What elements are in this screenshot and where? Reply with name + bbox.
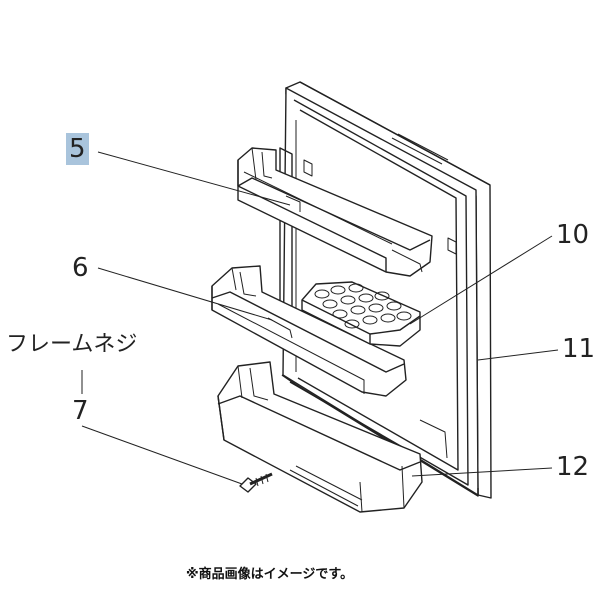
callout-part-10: 10 bbox=[556, 220, 590, 250]
callout-part-11: 11 bbox=[562, 334, 596, 364]
door-pocket-5 bbox=[237, 147, 433, 277]
egg-tray-10 bbox=[301, 281, 421, 347]
callout-part-6: 6 bbox=[72, 253, 89, 283]
bottle-pocket-12 bbox=[217, 361, 423, 513]
frame-screw-7 bbox=[239, 472, 273, 493]
door-pocket-6 bbox=[211, 265, 407, 397]
leader-lines bbox=[81, 151, 559, 485]
callout-part-7: 7 bbox=[72, 396, 89, 426]
image-disclaimer: ※商品画像はイメージです。 bbox=[186, 567, 354, 582]
callout-part-5: 5 bbox=[66, 133, 89, 165]
frame-screw-label: フレームネジ bbox=[6, 332, 138, 357]
callout-part-12: 12 bbox=[556, 452, 590, 482]
door-frame bbox=[279, 81, 492, 499]
